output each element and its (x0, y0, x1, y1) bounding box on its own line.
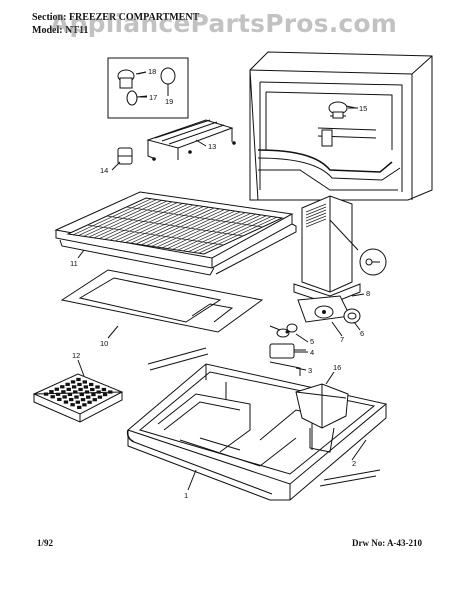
tray-cell (102, 392, 108, 397)
tray-cell (82, 403, 87, 407)
tray-cell (77, 405, 82, 409)
freezer-pan (126, 347, 388, 501)
tray-cell (92, 398, 97, 402)
callout-19: 19 (165, 97, 173, 106)
tray-cell (97, 395, 103, 399)
tray-cell (50, 395, 55, 399)
tray-cell (66, 387, 71, 391)
tray-cell (79, 392, 84, 397)
tray-cell (101, 387, 107, 392)
callout-3: 3 (308, 366, 312, 375)
shelf-crossbar (106, 215, 244, 237)
tray-cell (84, 390, 90, 394)
callout-18: 18 (148, 67, 156, 76)
callout-13: 13 (208, 142, 216, 151)
wire-shelf (54, 191, 297, 276)
tray-cell (61, 390, 66, 394)
shelf-liner (60, 269, 264, 333)
tray-cell (43, 392, 49, 396)
tray-cell (96, 390, 101, 394)
callout-16: 16 (333, 363, 341, 372)
vent-slot (305, 209, 327, 219)
tray-cell (71, 385, 77, 389)
tray-cell (83, 385, 89, 389)
callout-10: 10 (100, 339, 108, 348)
tray-cell (77, 382, 82, 387)
tray-cell (75, 400, 81, 404)
tray-cell (76, 377, 81, 382)
callout-numbers: 18 17 19 15 13 14 11 10 12 8 7 6 5 4 3 1… (70, 67, 370, 500)
tray-cell (88, 382, 94, 387)
tray-cell (82, 380, 88, 384)
tray-cell (65, 382, 70, 386)
tray-cell (49, 390, 54, 394)
tray-cell (67, 392, 73, 397)
vent-slot (305, 218, 327, 228)
tray-cell (80, 398, 86, 402)
shelf-bracket (117, 119, 236, 165)
callout-7: 7 (340, 335, 344, 344)
callout-6: 6 (360, 329, 364, 338)
shelf-crossbar (126, 206, 263, 228)
tray-cell (91, 392, 96, 397)
shelf-crossbar (87, 224, 224, 246)
evaporator-cover (293, 195, 387, 305)
date-code: 1/92 (37, 538, 54, 548)
tray-cell (87, 400, 92, 404)
vent-slot (305, 203, 327, 213)
callout-5: 5 (310, 337, 314, 346)
callout-2: 2 (352, 459, 356, 468)
tray-cell (60, 385, 65, 389)
vent-slot (305, 215, 327, 225)
tray-cell (74, 395, 79, 399)
callout-12: 12 (72, 351, 80, 360)
tray-cell (70, 403, 75, 407)
vent-slot (305, 212, 327, 222)
tray-cell (73, 390, 78, 394)
fan-motor-assembly (269, 295, 361, 376)
tray-cell (57, 397, 62, 402)
freezer-cabinet (249, 51, 433, 201)
tray-cell (55, 392, 61, 396)
callout-leaders (77, 71, 367, 491)
callout-8: 8 (366, 289, 370, 298)
tray-cell (90, 387, 95, 392)
model-line: Model: NT11 (32, 25, 89, 36)
tray-cell (69, 397, 74, 402)
section-title: Section: FREEZER COMPARTMENT (32, 12, 200, 23)
tray-cell (63, 400, 69, 404)
tray-cell (95, 385, 100, 389)
callout-4: 4 (310, 348, 314, 357)
tray-cell (86, 395, 91, 399)
callout-17: 17 (149, 93, 157, 102)
tray-cell (78, 387, 83, 392)
tray-cell (62, 395, 67, 399)
watermark-logo: AppliancePartsPros.com (50, 9, 398, 38)
tray-cell (54, 387, 60, 391)
tray-cell (70, 380, 76, 384)
callout-15: 15 (359, 104, 367, 113)
ice-cube-tray (32, 373, 124, 423)
callout-1: 1 (184, 491, 188, 500)
vent-slot (305, 206, 327, 216)
tray-cell (108, 390, 113, 394)
drawing-number: Drw No: A-43-210 (352, 538, 422, 548)
callout-11: 11 (70, 259, 78, 268)
light-socket-parts (107, 57, 189, 119)
callout-14: 14 (100, 166, 108, 175)
